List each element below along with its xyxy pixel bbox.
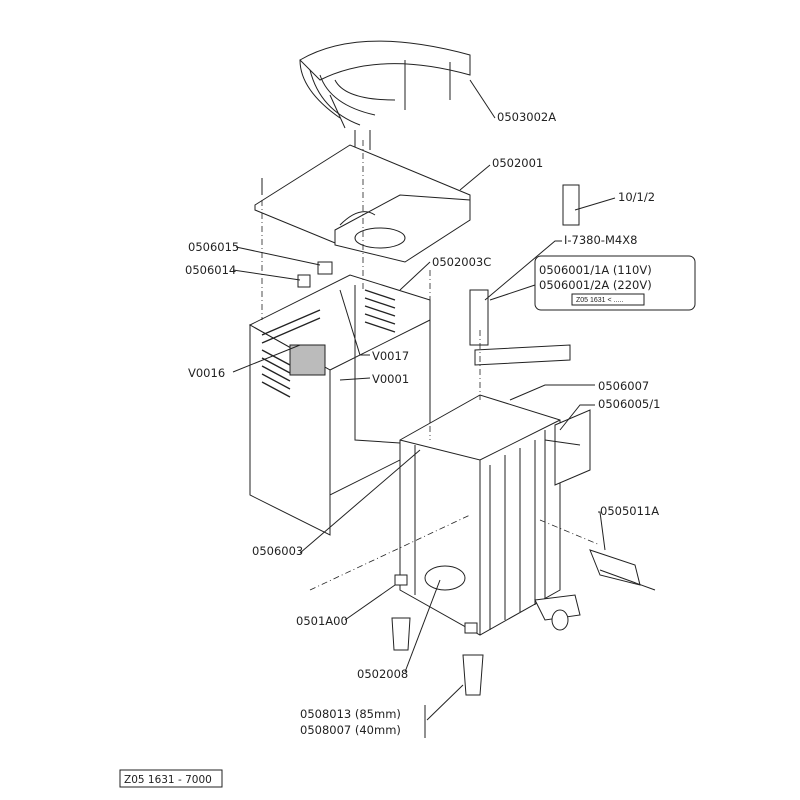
assembly-lines (261, 140, 601, 591)
label-0506005-1: 0506005/1 (598, 397, 660, 411)
frame-part (394, 344, 591, 636)
label-V0001: V0001 (372, 372, 409, 386)
label-0502003C: 0502003C (432, 255, 491, 269)
label-switch-ref: Z05 1631 < ..... (576, 297, 623, 304)
drawing-number: Z05 1631 - 7000 (124, 774, 212, 786)
label-10-1-2: 10/1/2 (618, 190, 655, 204)
motor-mount-part (534, 549, 656, 631)
label-0502008: 0502008 (357, 667, 408, 681)
label-0503002A: 0503002A (497, 110, 556, 124)
label-0505011A: 0505011A (600, 504, 659, 518)
label-switch-110v: 0506001/1A (110V) (539, 263, 652, 277)
label-0506007: 0506007 (598, 379, 649, 393)
mesh-panel (289, 344, 326, 376)
switch-ref-box (571, 293, 645, 306)
label-0502001: 0502001 (492, 156, 543, 170)
label-switch-220v: 0506001/2A (220V) (539, 278, 652, 292)
label-0506014: 0506014 (185, 263, 236, 277)
label-0506003: 0506003 (252, 544, 303, 558)
housing-part (248, 274, 431, 536)
label-foot-40mm: 0508007 (40mm) (300, 723, 401, 737)
label-0501A00: 0501A00 (296, 614, 348, 628)
top-plate-part (254, 144, 471, 263)
label-V0016: V0016 (188, 366, 225, 380)
switch-parts (297, 184, 580, 346)
guard-part (299, 40, 471, 129)
drawing-number-box (119, 769, 223, 788)
label-screw: I-7380-M4X8 (564, 233, 637, 247)
label-V0017: V0017 (372, 349, 409, 363)
leader-lines (232, 79, 616, 738)
switch-label-box (534, 255, 696, 311)
feet-parts (391, 617, 484, 696)
label-foot-85mm: 0508013 (85mm) (300, 707, 401, 721)
label-0506015: 0506015 (188, 240, 239, 254)
